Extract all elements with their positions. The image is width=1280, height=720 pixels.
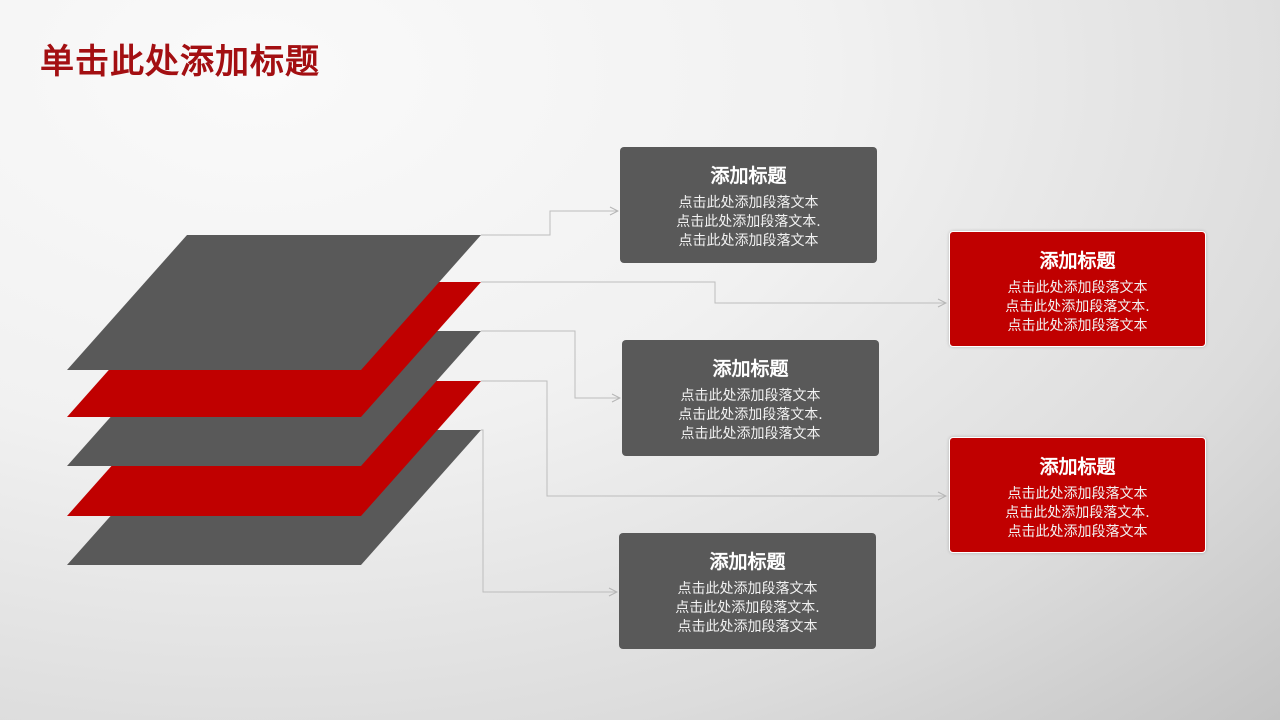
box-heading: 添加标题	[710, 165, 787, 187]
box-line: 点击此处添加段落文本	[677, 581, 818, 597]
box-line: 点击此处添加段落文本.	[1005, 505, 1150, 521]
box-line: 点击此处添加段落文本	[680, 388, 821, 404]
connector-2	[481, 281, 946, 303]
box-line: 点击此处添加段落文本	[1007, 280, 1148, 296]
connector-3	[481, 330, 620, 398]
info-box-2[interactable]: 添加标题 点击此处添加段落文本 点击此处添加段落文本. 点击此处添加段落文本	[949, 231, 1206, 347]
box-line: 点击此处添加段落文本	[678, 195, 819, 211]
box-heading: 添加标题	[712, 358, 789, 380]
box-line: 点击此处添加段落文本.	[675, 600, 820, 616]
info-box-4[interactable]: 添加标题 点击此处添加段落文本 点击此处添加段落文本. 点击此处添加段落文本	[949, 437, 1206, 553]
info-box-1[interactable]: 添加标题 点击此处添加段落文本 点击此处添加段落文本. 点击此处添加段落文本	[620, 147, 877, 263]
box-heading: 添加标题	[1039, 250, 1116, 272]
connector-1	[481, 211, 618, 236]
box-line: 点击此处添加段落文本.	[1005, 299, 1150, 315]
layer-1	[67, 235, 481, 370]
box-line: 点击此处添加段落文本.	[676, 214, 821, 230]
box-line: 点击此处添加段落文本	[680, 426, 821, 442]
box-line: 点击此处添加段落文本	[678, 233, 819, 249]
connector-4	[481, 380, 946, 496]
connector-5	[481, 429, 617, 592]
box-heading: 添加标题	[1039, 456, 1116, 478]
box-heading: 添加标题	[709, 551, 786, 573]
box-line: 点击此处添加段落文本	[677, 619, 818, 635]
box-line: 点击此处添加段落文本	[1007, 486, 1148, 502]
box-line: 点击此处添加段落文本.	[678, 407, 823, 423]
info-box-3[interactable]: 添加标题 点击此处添加段落文本 点击此处添加段落文本. 点击此处添加段落文本	[622, 340, 879, 456]
slide-title[interactable]: 单击此处添加标题	[40, 42, 320, 82]
box-line: 点击此处添加段落文本	[1007, 318, 1148, 334]
box-line: 点击此处添加段落文本	[1007, 524, 1148, 540]
info-box-5[interactable]: 添加标题 点击此处添加段落文本 点击此处添加段落文本. 点击此处添加段落文本	[619, 533, 876, 649]
